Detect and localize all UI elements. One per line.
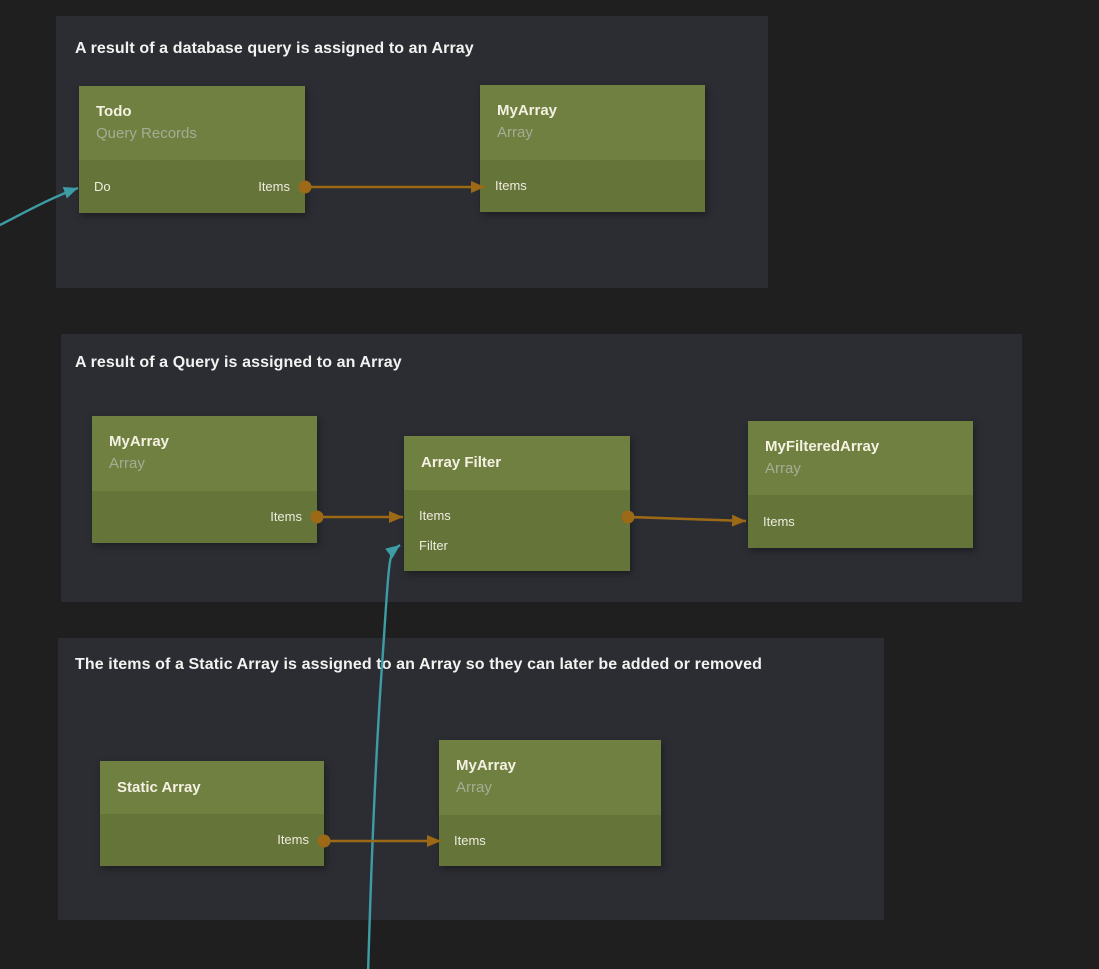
node-title: Static Array (117, 777, 307, 799)
node-title: Array Filter (421, 452, 613, 474)
node-title: MyFilteredArray (765, 436, 956, 458)
node-header: MyArray Array (480, 85, 705, 160)
input-port-items[interactable]: Items (495, 171, 527, 201)
node-header: Static Array (100, 761, 324, 814)
node-header: MyArray Array (439, 740, 661, 815)
comment-group-title: A result of a Query is assigned to an Ar… (75, 354, 402, 372)
node-header: Todo Query Records (79, 86, 305, 160)
node-title: MyArray (497, 100, 688, 122)
node-subtitle: Array (497, 122, 688, 143)
node-subtitle: Query Records (96, 123, 288, 144)
input-port-items[interactable]: Items (454, 826, 486, 856)
node-body: Items (439, 815, 661, 866)
output-port-items[interactable]: Items (258, 172, 290, 202)
input-port-filter[interactable]: Filter (419, 531, 448, 561)
node-static-array[interactable]: Static Array Items (100, 761, 324, 866)
node-title: MyArray (456, 755, 644, 777)
node-title: Todo (96, 101, 288, 123)
node-body: Items (748, 495, 973, 548)
output-port-items[interactable]: Items (270, 502, 302, 532)
node-myfilteredarray[interactable]: MyFilteredArray Array Items (748, 421, 973, 548)
node-title: MyArray (109, 431, 300, 453)
node-todo-query-records[interactable]: Todo Query Records Do Items (79, 86, 305, 213)
node-subtitle: Array (456, 777, 644, 798)
node-subtitle: Array (109, 453, 300, 474)
node-subtitle: Array (765, 458, 956, 479)
node-myarray-3[interactable]: MyArray Array Items (439, 740, 661, 866)
node-body: Do Items (79, 160, 305, 213)
node-body: Items (100, 814, 324, 866)
input-port-items[interactable]: Items (419, 501, 451, 531)
output-port-items[interactable]: Items (277, 825, 309, 855)
node-myarray-1[interactable]: MyArray Array Items (480, 85, 705, 212)
node-array-filter[interactable]: Array Filter Items Filter (404, 436, 630, 571)
node-body: Items (480, 160, 705, 212)
node-header: MyArray Array (92, 416, 317, 491)
node-body: Items Filter (404, 490, 630, 571)
input-port-items[interactable]: Items (763, 507, 795, 537)
node-myarray-2[interactable]: MyArray Array Items (92, 416, 317, 543)
node-body: Items (92, 491, 317, 543)
input-port-do[interactable]: Do (94, 172, 111, 202)
comment-group-title: A result of a database query is assigned… (75, 40, 474, 58)
node-header: MyFilteredArray Array (748, 421, 973, 495)
comment-group-title: The items of a Static Array is assigned … (75, 656, 762, 674)
node-header: Array Filter (404, 436, 630, 490)
